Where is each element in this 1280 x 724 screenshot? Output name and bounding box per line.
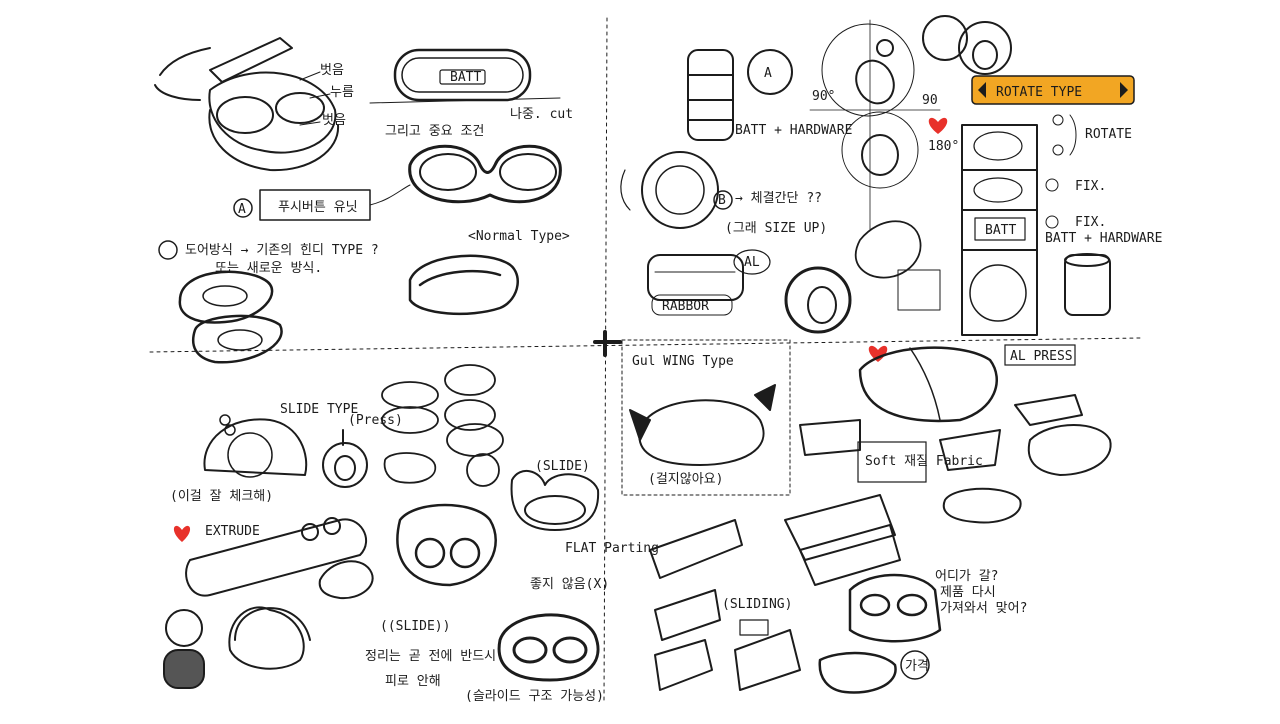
sketch-slide-bottom-case	[497, 613, 600, 682]
circle-a-label: A	[238, 202, 246, 217]
circle-a2-label: A	[764, 66, 772, 81]
sketch-rotate-stack	[961, 124, 1038, 336]
batt-box-label: BATT	[985, 223, 1016, 238]
cost-label: 가격	[905, 659, 929, 674]
al-press-label: AL PRESS	[1010, 349, 1073, 364]
soft-fabric-tag	[857, 441, 927, 483]
gul-wing-note: (걸지않아요)	[648, 472, 723, 487]
rotate-stack-callouts	[1045, 114, 1077, 229]
rabbor-label: RABBOR	[662, 299, 709, 314]
al-press-tag	[1004, 344, 1076, 366]
normal-note-1: 도어방식 → 기존의 힌디 TYPE ?	[185, 243, 379, 258]
heart-mark-rotate	[928, 117, 948, 134]
gul-wing-label: Gul WING Type	[632, 354, 734, 369]
callout-label-1: 벗음	[320, 63, 344, 78]
slide-big-label: ((SLIDE))	[380, 619, 450, 634]
naso-note: 나중. cut	[510, 107, 573, 122]
sketch-capsule-case	[208, 71, 340, 172]
sliding-label: (SLIDING)	[722, 597, 792, 612]
normal-note-2: 또는 새로운 방식.	[215, 261, 322, 276]
sketch-extrude-case	[185, 517, 367, 597]
sketch-gul-wing-case	[629, 384, 776, 466]
batt-hardware-2-label: BATT + HARDWARE	[1045, 231, 1162, 246]
sketch-rotate-diagram	[809, 19, 941, 231]
press-label: (Press)	[348, 413, 403, 428]
sketch-rotate-top	[922, 15, 1012, 75]
sketch-batt-cylinder	[687, 49, 734, 141]
sliding-note-2: 제품 다시	[940, 585, 996, 600]
sketch-normal-type-case	[408, 254, 519, 316]
extrude-label: EXTRUDE	[205, 524, 260, 539]
sketch-bottom-domes	[163, 606, 311, 689]
nope-label: 좋지 않음(X)	[530, 577, 609, 592]
flat-parting-label: FLAT Parting	[565, 541, 659, 556]
rotate-label: ROTATE	[1085, 127, 1132, 142]
slide-type-label: SLIDE TYPE	[280, 402, 358, 417]
quadrant-dividers	[149, 17, 1141, 701]
korean-case-label: 푸시버튼 유닛	[278, 200, 358, 215]
center-marker	[593, 330, 622, 357]
sliding-note-1: 어디가 갈?	[935, 569, 999, 584]
sketch-al-press-case	[858, 346, 998, 423]
circle-b-label: B	[718, 193, 726, 208]
sketch-round-case-c	[784, 266, 852, 334]
heart-mark-al-press	[868, 345, 888, 362]
circle-b-marker-right	[713, 190, 733, 210]
sketch-open-sliding-case	[818, 573, 942, 694]
pointer-line-a	[369, 184, 411, 206]
sketch-slide-cases	[381, 364, 504, 487]
batt-hardware-label: BATT + HARDWARE	[735, 123, 852, 138]
normal-type-label: <Normal Type>	[468, 229, 570, 244]
circle-b-marker-left	[158, 240, 178, 260]
b-note-label: → 체결간단 ??	[735, 191, 822, 206]
circle-a2-marker	[747, 49, 793, 95]
fix-1-label: FIX.	[1075, 179, 1106, 194]
heart-mark-extrude	[173, 525, 191, 542]
callout-label-3: 벗음	[322, 113, 346, 128]
sketch-al-press-parts	[799, 394, 1112, 524]
sketch-cylinder-small	[1064, 253, 1111, 316]
sketch-cylinder-slide	[318, 560, 374, 600]
sketch-goggle-case	[408, 144, 562, 204]
cost-circle	[900, 650, 930, 680]
fix-2-label: FIX.	[1075, 215, 1106, 230]
korean-heading-note: 그리고 중요 조건	[385, 124, 484, 139]
angle-90a-label: 90°	[812, 89, 835, 104]
sketch-cap-piece	[154, 37, 293, 101]
rotate-type-label: ROTATE TYPE	[996, 85, 1082, 100]
sketch-batt-case-top	[369, 48, 561, 104]
sketch-gourd-case	[854, 220, 941, 311]
sketch-open-case	[178, 270, 283, 364]
angle-90b-label: 90	[922, 93, 938, 108]
sketch-slide-type-shell	[203, 414, 308, 478]
slide-note-3-label: 피로 안해	[385, 674, 441, 689]
angle-180-label: 180°	[928, 139, 959, 154]
al-a-label: AL	[744, 255, 760, 270]
sketch-winged-case	[510, 470, 600, 531]
slide-note-4-label: (슬라이드 구조 가능성)	[465, 689, 604, 704]
size-up-label: (그래 SIZE UP)	[725, 221, 827, 236]
batt-top-label: BATT	[450, 70, 481, 85]
sketch-press-case	[322, 429, 368, 488]
soft-fabric-label: Soft 재질 Fabric	[865, 454, 983, 469]
circle-a-marker	[233, 189, 371, 221]
slide-note-2-label: 정리는 곧 전에 반드시	[365, 649, 496, 664]
gul-wing-frame	[621, 339, 791, 496]
rotate-type-tag	[971, 75, 1135, 105]
callout-label-2: 누름	[330, 85, 354, 100]
sketch-al-case	[647, 249, 771, 316]
slide-paren-label: (SLIDE)	[535, 459, 590, 474]
sketch-slide-case-open	[396, 503, 497, 587]
sketch-round-case-b	[620, 151, 719, 229]
slide-note-label: (이걸 잘 체크해)	[170, 489, 273, 504]
sketch-sliding-cases	[649, 494, 901, 691]
capsule-callouts	[299, 71, 331, 126]
sliding-note-3: 가져와서 맞어?	[940, 601, 1027, 616]
